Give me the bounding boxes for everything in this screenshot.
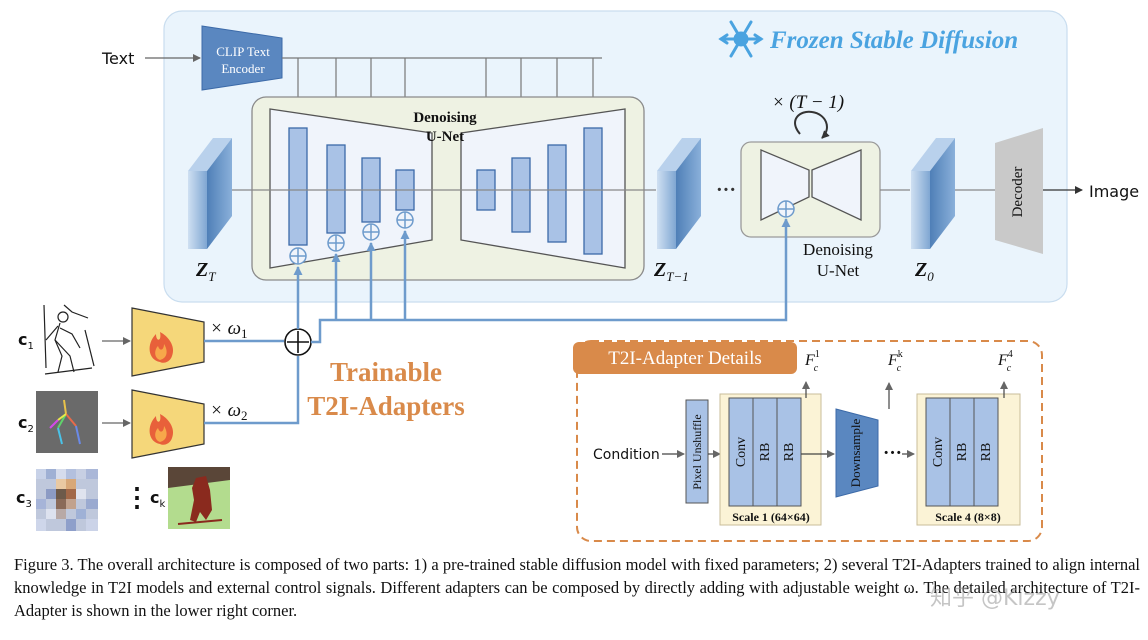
- dec-block-4: [583, 127, 603, 255]
- conditions-vdots: ⋮: [124, 483, 150, 512]
- pixel-unshuffle-label: Pixel Unshuffle: [690, 414, 704, 489]
- decoder-block: [995, 128, 1043, 254]
- trainable-label1: Trainable: [330, 357, 442, 387]
- c3-label: c3: [16, 488, 32, 510]
- latent-zt-1: [657, 138, 701, 249]
- z0-label: Z0: [914, 259, 934, 284]
- scale4-label: Scale 4 (8×8): [935, 510, 1001, 524]
- condition-c2-pose: [36, 391, 98, 453]
- dec-block-3: [547, 144, 567, 243]
- s1-rb2: RB: [782, 443, 797, 462]
- unet-small-label2: U-Net: [817, 261, 860, 280]
- clip-text-encoder: [201, 25, 283, 91]
- latent-ellipsis: ···: [716, 179, 736, 201]
- watermark: 知乎 @Kizzy: [930, 586, 1060, 611]
- zt1-label: ZT−1: [653, 259, 689, 284]
- adapter-details-panel: [576, 340, 1043, 542]
- snowflake-icon: [718, 20, 764, 58]
- s4-conv: Conv: [931, 437, 946, 467]
- enc-block-2: [326, 144, 346, 234]
- condition-c3-color: [36, 469, 98, 531]
- condition-c1-sketch: [43, 304, 95, 375]
- details-title: T2I-Adapter Details: [608, 348, 762, 369]
- clip-encoder-line2: Encoder: [221, 61, 265, 76]
- enc-block-1: [288, 127, 308, 246]
- details-title-box: [573, 342, 797, 374]
- s1-conv: Conv: [734, 437, 749, 467]
- ck-label: ck: [150, 488, 165, 510]
- c1-label: c1: [18, 330, 34, 352]
- downsample-label: Downsample: [848, 418, 863, 487]
- zt-label: ZT: [195, 259, 216, 284]
- weight-2: × ω2: [210, 400, 248, 423]
- s4-rb1: RB: [955, 443, 970, 462]
- condition-label: Condition: [593, 447, 660, 463]
- figure-caption: Figure 3. The overall architecture is co…: [14, 555, 1140, 620]
- downsample-block: [835, 408, 879, 498]
- repeat-label: × (T − 1): [772, 92, 844, 113]
- scale1-label: Scale 1 (64×64): [732, 510, 810, 524]
- flame-icon: [149, 414, 174, 445]
- flame-icon: [149, 332, 174, 363]
- unet-main-label1: Denoising: [413, 110, 477, 126]
- unet-encoder: [269, 108, 433, 269]
- pixel-unshuffle-block: [685, 399, 709, 504]
- latent-zt: [188, 138, 232, 249]
- trainable-label2: T2I-Adapters: [307, 391, 465, 421]
- condition-ck-segmentation: [168, 467, 230, 529]
- c2-label: c2: [18, 413, 34, 435]
- s1-rb1: RB: [758, 443, 773, 462]
- decoder-label: Decoder: [1010, 167, 1026, 218]
- clip-encoder-line1: CLIP Text: [216, 44, 270, 59]
- dec-block-2: [511, 157, 531, 233]
- loop-arrow-icon: [794, 110, 830, 139]
- unet-small-label1: Denoising: [803, 240, 873, 259]
- details-dots: ···: [883, 443, 902, 464]
- frozen-title: Frozen Stable Diffusion: [769, 27, 1018, 54]
- text-input-label: Text: [101, 49, 134, 68]
- s4-rb2: RB: [979, 443, 994, 462]
- latent-z0: [911, 138, 955, 249]
- image-output-label: Image: [1089, 182, 1139, 201]
- unet-main-label2: U-Net: [426, 129, 464, 145]
- weight-1: × ω1: [210, 318, 248, 341]
- sum-circle-icon: [284, 328, 312, 356]
